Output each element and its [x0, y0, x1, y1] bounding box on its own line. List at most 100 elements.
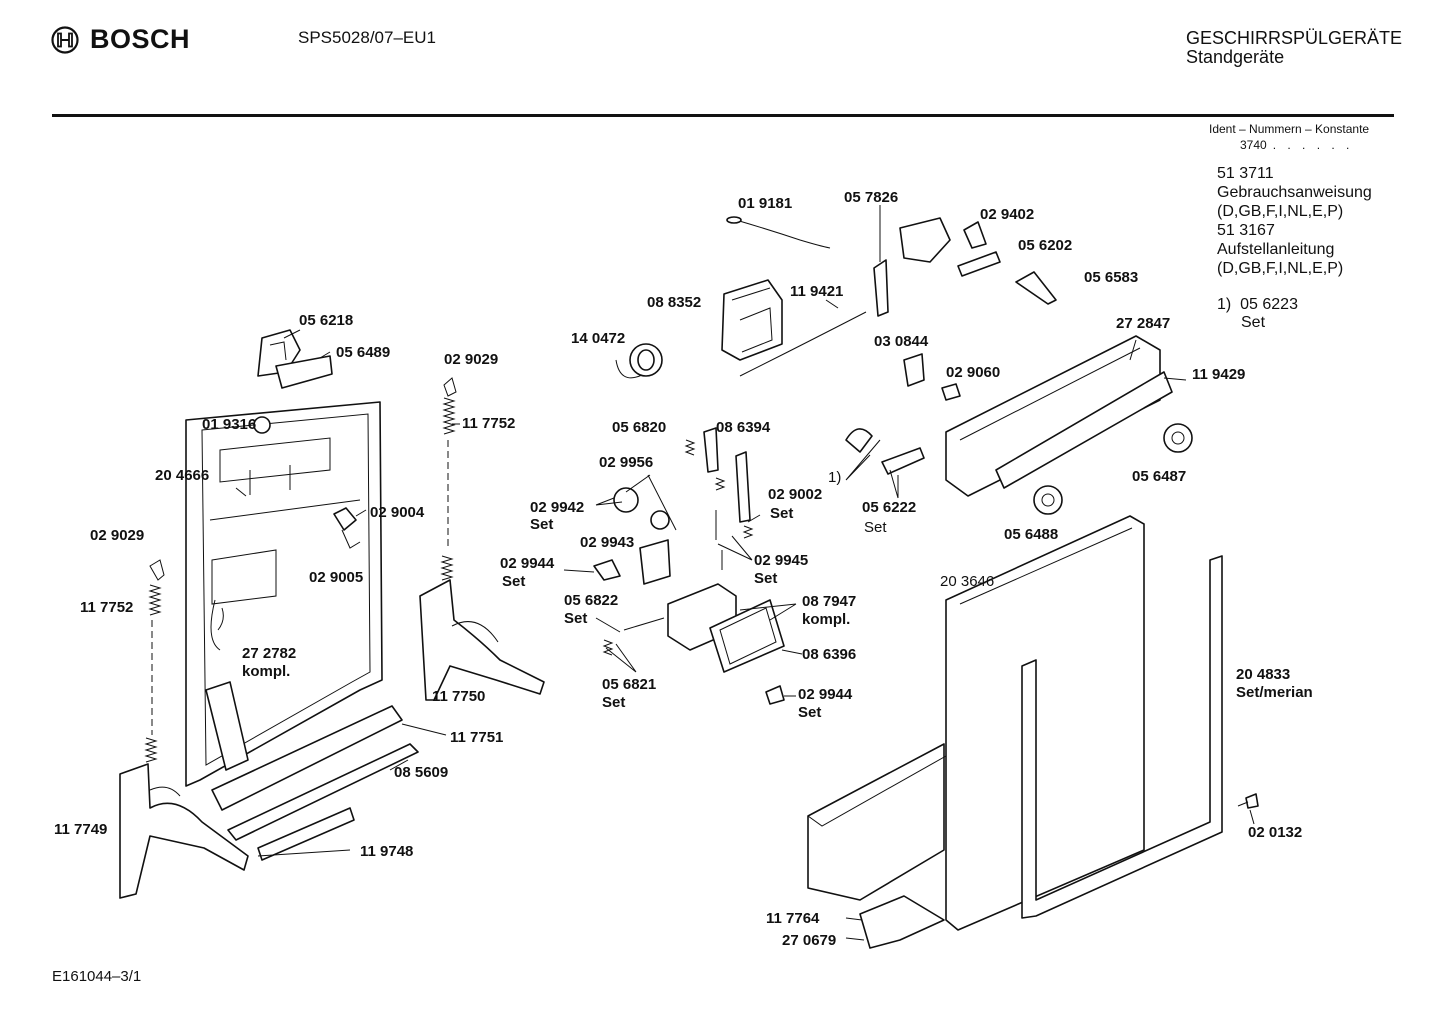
part-label: Set/merian — [1236, 684, 1313, 701]
part-label: 11 7750 — [432, 688, 485, 705]
hinge-right — [419, 579, 545, 701]
category-line1: GESCHIRRSPÜLGERÄTE — [1186, 28, 1403, 48]
door-spring-left — [144, 559, 165, 763]
part-label: 08 8352 — [647, 294, 701, 311]
note-number: 05 6223 — [1240, 296, 1298, 313]
part-label: 02 9944 — [798, 686, 853, 703]
part-label: 11 9748 — [360, 843, 413, 860]
part-label: Set — [864, 519, 887, 536]
hinge-left — [119, 763, 249, 899]
side-panel — [945, 515, 1145, 931]
door-spring-right — [440, 377, 457, 581]
program-knob-right — [1163, 423, 1193, 453]
part-label: 02 9944 — [500, 555, 555, 572]
detergent-dispenser — [613, 487, 785, 673]
part-label: 02 9029 — [90, 527, 144, 544]
bottom-rails — [211, 705, 419, 861]
part-label: 05 6222 — [862, 499, 916, 516]
category-line2: Standgeräte — [1186, 47, 1285, 67]
document-list: 51 3711 Gebrauchsanweisung (D,GB,F,I,NL,… — [1217, 164, 1372, 278]
part-label: 05 6583 — [1084, 269, 1138, 286]
indicator-parts — [957, 251, 1057, 305]
part-label: 27 2782 — [242, 645, 296, 662]
dispenser-lever — [593, 559, 785, 705]
part-label: kompl. — [242, 663, 290, 680]
part-label: 27 0679 — [782, 932, 836, 949]
part-label: 05 7826 — [844, 189, 898, 206]
part-label: 1) — [828, 469, 841, 486]
ident-value: 3740 . . . . . . — [1240, 138, 1353, 152]
part-label: 05 6487 — [1132, 468, 1186, 485]
bosch-armature-icon — [51, 25, 79, 54]
part-label: 05 6820 — [612, 419, 666, 436]
latch-assembly — [257, 329, 333, 389]
part-label: 02 0132 — [1248, 824, 1302, 841]
part-label: 20 4833 — [1236, 666, 1290, 683]
doc-languages: (D,GB,F,I,NL,E,P) — [1217, 203, 1344, 220]
brand-name: BOSCH — [90, 24, 191, 54]
connection-cable — [726, 216, 867, 377]
part-label: 02 9002 — [768, 486, 822, 503]
part-label: 01 9316 — [202, 416, 256, 433]
doc-title: Gebrauchsanweisung — [1217, 184, 1372, 201]
program-timer — [721, 279, 783, 361]
ident-number: 3740 — [1240, 138, 1267, 152]
part-label: Set — [602, 694, 625, 711]
doc-languages: (D,GB,F,I,NL,E,P) — [1217, 260, 1344, 277]
control-knob — [629, 343, 663, 377]
drawing-id: E161044–3/1 — [52, 968, 142, 985]
plinth — [807, 743, 947, 949]
part-label: 20 4666 — [155, 467, 209, 484]
part-label: Set — [564, 610, 587, 627]
part-label: 11 9421 — [790, 283, 843, 300]
part-label: 02 9029 — [444, 351, 498, 368]
doc-title: Aufstellanleitung — [1217, 241, 1335, 258]
part-label: 08 6394 — [716, 419, 771, 436]
door-frame — [1021, 555, 1223, 919]
part-label: 14 0472 — [571, 330, 625, 347]
part-label: 02 9060 — [946, 364, 1000, 381]
leader-lines — [235, 205, 1255, 941]
part-label: 11 7764 — [766, 910, 820, 927]
part-label: 02 9004 — [370, 504, 425, 521]
part-label: 02 9402 — [980, 206, 1034, 223]
part-label: 11 7749 — [54, 821, 107, 838]
part-label: 27 2847 — [1116, 315, 1170, 332]
part-label: 08 6396 — [802, 646, 856, 663]
note-suffix: Set — [1241, 314, 1266, 331]
part-drawings — [119, 216, 1259, 949]
program-knob-left — [1033, 485, 1063, 515]
switch-bracket — [873, 217, 987, 317]
part-label: 02 9005 — [309, 569, 363, 586]
header-rule — [52, 114, 1394, 117]
part-label: 03 0844 — [874, 333, 929, 350]
part-label: 11 9429 — [1192, 366, 1245, 383]
part-label: Set — [754, 570, 777, 587]
part-label: 08 7947 — [802, 593, 856, 610]
part-label: 02 9956 — [599, 454, 653, 471]
switch-set — [845, 428, 925, 475]
part-number-labels: 01 9181 05 7826 02 9402 05 6202 05 6583 … — [54, 189, 1313, 949]
part-label: 05 6488 — [1004, 526, 1058, 543]
part-label: 11 7751 — [450, 729, 503, 746]
part-label: 20 3646 — [940, 573, 994, 590]
cam-part — [253, 416, 271, 434]
dispenser-spring-set — [602, 617, 665, 656]
part-label: 05 6821 — [602, 676, 656, 693]
dispenser-springs — [684, 427, 754, 570]
part-label: Set — [798, 704, 821, 721]
category: GESCHIRRSPÜLGERÄTE Standgeräte — [1186, 29, 1402, 67]
switch-small — [903, 353, 961, 401]
part-label: 11 7752 — [462, 415, 515, 432]
door-inner-panel — [185, 401, 383, 787]
part-label: 05 6218 — [299, 312, 353, 329]
brand: BOSCH — [50, 24, 190, 55]
part-label: 05 6489 — [336, 344, 390, 361]
part-label: 02 9943 — [580, 534, 634, 551]
ident-dots: . . . . . . — [1272, 138, 1354, 152]
part-label: Set — [770, 505, 793, 522]
part-label: 11 7752 — [80, 599, 133, 616]
part-label: 05 6202 — [1018, 237, 1072, 254]
part-label: 02 9945 — [754, 552, 808, 569]
